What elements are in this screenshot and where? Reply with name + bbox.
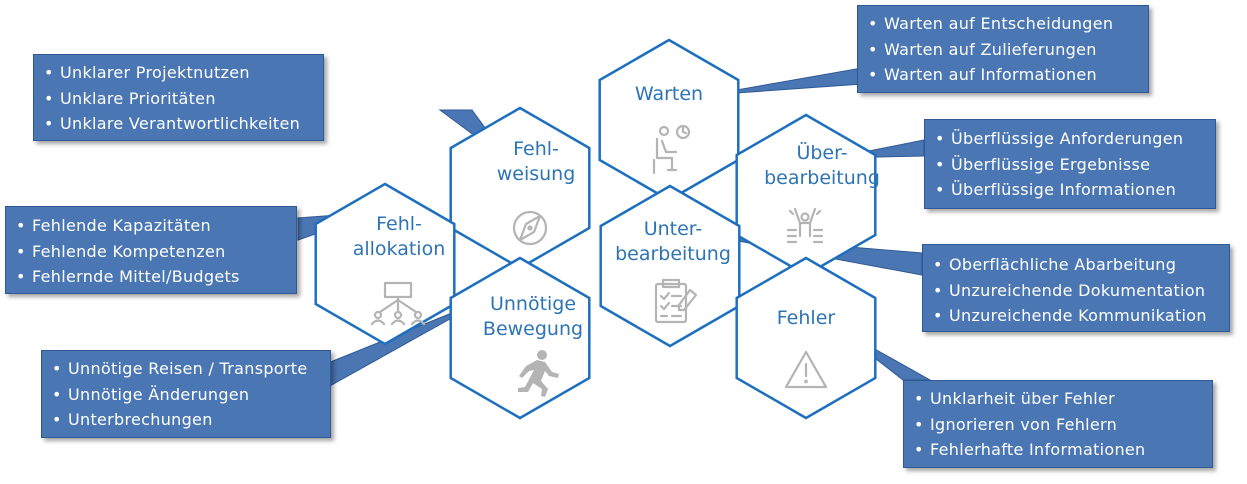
hex-label-fehlweisung: Fehl- weisung — [496, 138, 576, 185]
warning-triangle-icon — [784, 350, 828, 389]
hexagon-warten — [598, 38, 740, 202]
callout-item: Fehlerhafte Informationen — [904, 437, 1212, 463]
icon-group — [370, 124, 828, 397]
callout-item: Unzureichende Kommunikation — [923, 303, 1229, 329]
hexagon-group — [314, 38, 877, 420]
hex-label-unterbearbeitung: Unter- bearbeitung — [615, 218, 731, 265]
callout-fehlallokation: Fehlende Kapazitäten Fehlende Kompetenze… — [5, 206, 297, 294]
callout-item: Unklare Prioritäten — [34, 86, 323, 112]
callout-unterbearbeitung: Oberflächliche Abarbeitung Unzureichende… — [922, 244, 1230, 332]
hexagon-fehler — [735, 256, 877, 420]
callout-item: Unterbrechungen — [42, 407, 330, 433]
callout-item: Fehlende Kompetenzen — [6, 239, 296, 265]
callout-item: Unnötige Änderungen — [42, 382, 330, 408]
hexagon-unnoetige-bewegung — [449, 256, 591, 420]
callout-item: Ignorieren von Fehlern — [904, 412, 1212, 438]
callout-item: Warten auf Informationen — [858, 62, 1148, 88]
callout-item: Überflüssige Ergebnisse — [925, 152, 1215, 178]
callout-item: Warten auf Entscheidungen — [858, 11, 1148, 37]
callout-item: Unzureichende Dokumentation — [923, 278, 1229, 304]
callout-warten: Warten auf Entscheidungen Warten auf Zul… — [857, 5, 1149, 93]
callout-item: Fehlende Kapazitäten — [6, 213, 296, 239]
callout-item: Warten auf Zulieferungen — [858, 37, 1148, 63]
callout-item: Unnötige Reisen / Transporte — [42, 356, 330, 382]
person-waiting-clock-icon — [652, 124, 691, 175]
hex-label-ueberbearbeitung: Über- bearbeitung — [764, 142, 880, 189]
callout-item: Fehlernde Mittel/Budgets — [6, 264, 296, 290]
callout-fehlweisung: Unklarer Projektnutzen Unklare Priorität… — [33, 54, 324, 141]
clipboard-checklist-icon — [654, 278, 698, 324]
callout-item: Überflüssige Anforderungen — [925, 126, 1215, 152]
running-person-icon — [518, 350, 559, 397]
hex-label-warten: Warten — [634, 83, 704, 105]
callout-fehler: Unklarheit über Fehler Ignorieren von Fe… — [903, 380, 1213, 468]
hex-label-fehlallokation: Fehl- allokation — [352, 213, 446, 260]
callout-ueberbearbeitung: Überflüssige Anforderungen Überflüssige … — [924, 119, 1216, 209]
hex-label-fehler: Fehler — [776, 307, 836, 329]
org-chart-people-icon — [370, 281, 426, 326]
callout-unnoetige-bewegung: Unnötige Reisen / Transporte Unnötige Än… — [41, 350, 331, 438]
callout-item: Unklarer Projektnutzen — [34, 60, 323, 86]
callout-item: Oberflächliche Abarbeitung — [923, 252, 1229, 278]
person-with-money-stacks-icon — [786, 207, 824, 244]
callout-item: Überflüssige Informationen — [925, 177, 1215, 203]
hexagon-unterbearbeitung — [599, 184, 741, 348]
hex-label-unnoetige-bewegung: Unnötige Bewegung — [482, 293, 584, 340]
callout-item: Unklare Verantwortlichkeiten — [34, 111, 323, 137]
callout-item: Unklarheit über Fehler — [904, 386, 1212, 412]
compass-icon — [512, 210, 548, 246]
hexagon-fehlallokation — [314, 182, 456, 346]
